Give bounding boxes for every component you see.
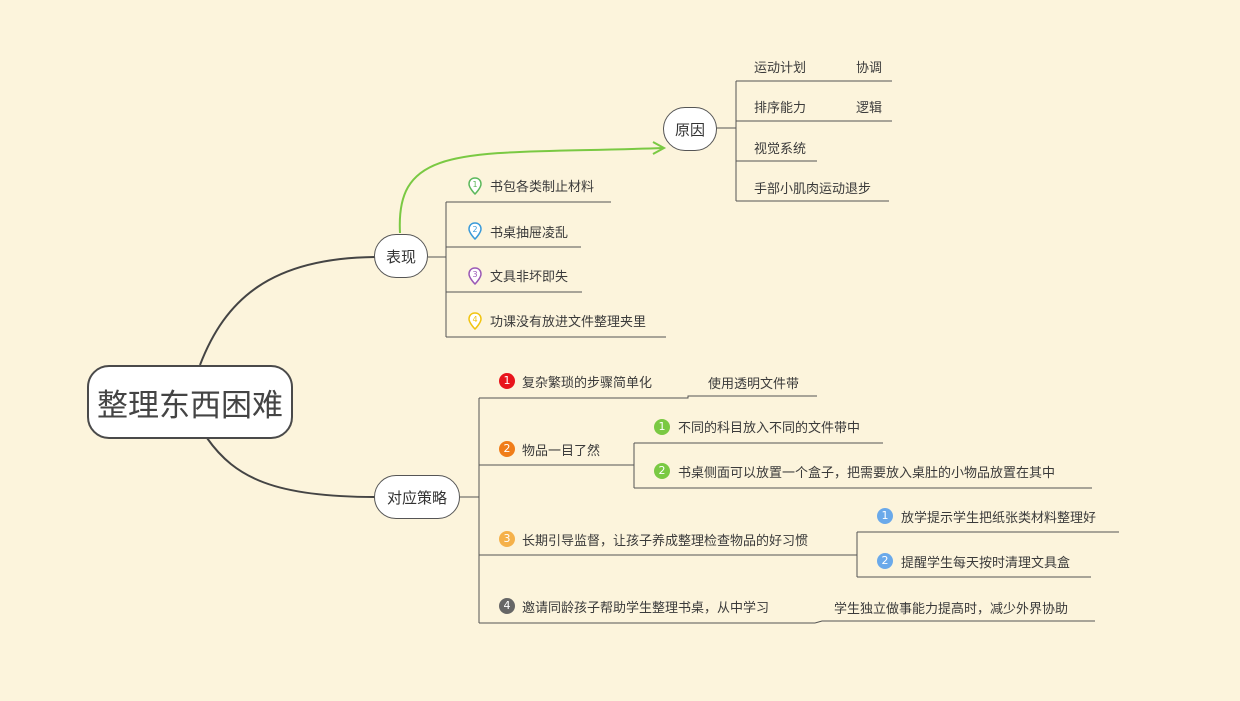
biaoxian-item-1[interactable]: 书包各类制止材料 <box>490 180 595 195</box>
celue-item-3-child-2[interactable]: 提醒学生每天按时清理文具盒 <box>901 556 1071 571</box>
celue-item-2[interactable]: 物品一目了然 <box>522 444 601 459</box>
topic-yuanyin[interactable]: 原因 <box>663 107 717 151</box>
biaoxian-item-2[interactable]: 书桌抽屉凌乱 <box>490 226 569 241</box>
svg-text:2: 2 <box>472 225 477 234</box>
sub-number-2-icon: 2 <box>877 553 893 569</box>
yuanyin-item-1-sub[interactable]: 协调 <box>856 61 883 76</box>
svg-text:4: 4 <box>472 315 477 324</box>
celue-item-2-child-2[interactable]: 书桌侧面可以放置一个盒子，把需要放入桌肚的小物品放置在其中 <box>678 466 1056 481</box>
biaoxian-item-3[interactable]: 文具非坏即失 <box>490 270 569 285</box>
yuanyin-item-2[interactable]: 排序能力 <box>754 101 807 116</box>
celue-branch-lines <box>460 395 1119 624</box>
svg-text:1: 1 <box>472 180 477 189</box>
connector-central-celue <box>206 437 376 498</box>
relationship-arrow <box>398 147 664 234</box>
svg-text:3: 3 <box>472 270 477 279</box>
celue-item-4[interactable]: 邀请同龄孩子帮助学生整理书桌，从中学习 <box>522 601 770 616</box>
priority-3-icon: 3 <box>499 531 515 547</box>
biaoxian-item-4[interactable]: 功课没有放进文件整理夹里 <box>490 315 647 330</box>
relationship-arrowhead <box>652 141 667 155</box>
celue-item-1[interactable]: 复杂繁琐的步骤简单化 <box>522 376 653 391</box>
yuanyin-item-4[interactable]: 手部小肌肉运动退步 <box>754 182 872 197</box>
connector-central-biaoxian <box>199 256 376 366</box>
pin-marker-3-icon: 3 <box>468 267 482 285</box>
celue-item-3-child-1[interactable]: 放学提示学生把纸张类材料整理好 <box>901 511 1097 526</box>
topic-biaoxian[interactable]: 表现 <box>374 234 428 278</box>
yuanyin-item-1[interactable]: 运动计划 <box>754 61 807 76</box>
sub-number-1-icon: 1 <box>654 419 670 435</box>
celue-item-1-child-1[interactable]: 使用透明文件带 <box>708 377 800 392</box>
pin-marker-2-icon: 2 <box>468 222 482 240</box>
topic-celue[interactable]: 对应策略 <box>374 475 460 519</box>
biaoxian-branch-lines <box>428 201 666 338</box>
sub-number-2-icon: 2 <box>654 463 670 479</box>
priority-2-icon: 2 <box>499 441 515 457</box>
central-topic[interactable]: 整理东西困难 <box>87 365 293 439</box>
priority-4-icon: 4 <box>499 598 515 614</box>
celue-item-2-child-1[interactable]: 不同的科目放入不同的文件带中 <box>678 421 861 436</box>
sub-number-1-icon: 1 <box>877 508 893 524</box>
pin-marker-1-icon: 1 <box>468 177 482 195</box>
pin-marker-4-icon: 4 <box>468 312 482 330</box>
yuanyin-item-3[interactable]: 视觉系统 <box>754 142 807 157</box>
priority-1-icon: 1 <box>499 373 515 389</box>
yuanyin-item-2-sub[interactable]: 逻辑 <box>856 101 883 116</box>
yuanyin-branch-lines <box>717 80 892 202</box>
celue-item-3[interactable]: 长期引导监督，让孩子养成整理检查物品的好习惯 <box>522 534 809 549</box>
celue-item-4-child-1[interactable]: 学生独立做事能力提高时，减少外界协助 <box>834 602 1069 617</box>
